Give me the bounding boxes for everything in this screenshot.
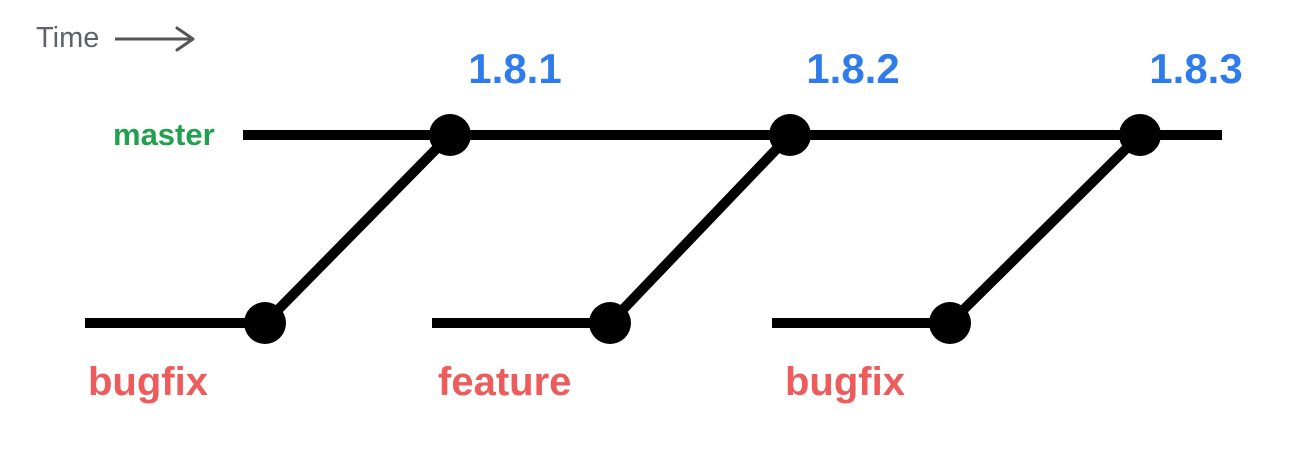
merge-line-1 (261, 131, 454, 327)
master-branch-label: master (113, 117, 215, 152)
commit-dot-release-2 (769, 114, 811, 156)
topic-branch-label-1: bugfix (88, 360, 208, 404)
commit-dot-release-1 (429, 114, 471, 156)
time-axis: Time (36, 22, 201, 55)
release-label-2: 1.8.2 (806, 45, 900, 92)
topic-branch-label-3: bugfix (785, 360, 905, 404)
commit-dot-release-3 (1119, 114, 1161, 156)
topic-branch-label-2: feature (438, 360, 572, 404)
release-label-3: 1.8.3 (1149, 45, 1243, 92)
commit-dot-branch-3 (929, 302, 971, 344)
merge-line-3 (946, 131, 1144, 327)
merge-line-2 (606, 131, 794, 327)
right-arrow-icon (115, 26, 195, 52)
release-label-1: 1.8.1 (468, 45, 562, 92)
time-axis-label: Time (36, 22, 100, 54)
commit-dot-branch-2 (589, 302, 631, 344)
commit-dot-branch-1 (244, 302, 286, 344)
